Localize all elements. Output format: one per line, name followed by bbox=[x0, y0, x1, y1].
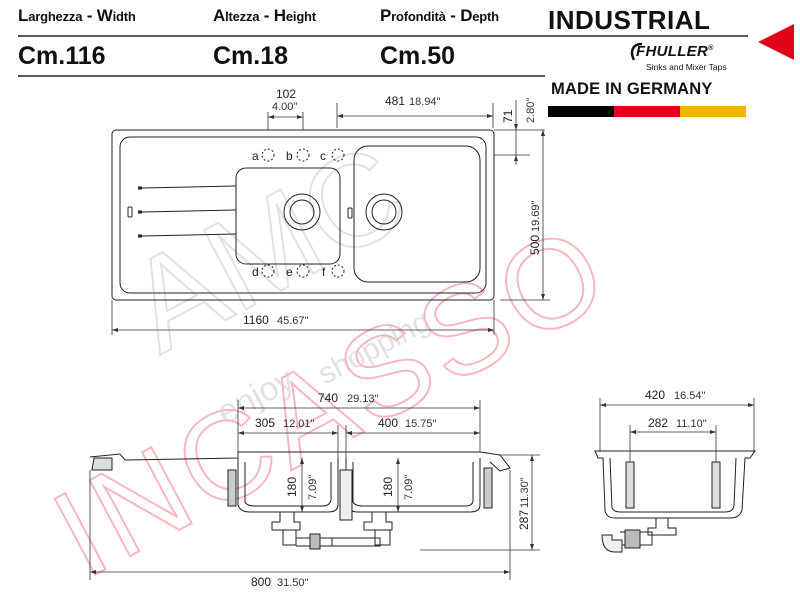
dim-287: 287 bbox=[517, 510, 531, 530]
tap-hole-b: b bbox=[286, 149, 293, 163]
side-view-dimensions bbox=[599, 398, 755, 462]
small-drain bbox=[283, 193, 321, 231]
dim-400: 400 bbox=[378, 416, 398, 430]
tap-hole-f: f bbox=[322, 265, 326, 279]
dim-102-in: 4.00" bbox=[272, 101, 297, 113]
top-view-dimensions bbox=[111, 100, 550, 335]
front-view bbox=[89, 451, 511, 550]
dim-481-in: 18.94" bbox=[409, 96, 441, 108]
large-bowl bbox=[353, 145, 481, 283]
tap-hole-labels: a b c d e f bbox=[252, 149, 326, 279]
dim-287-in: 11.30" bbox=[519, 477, 531, 508]
dim-500-in: 19.69" bbox=[530, 200, 542, 232]
dim-180b: 180 bbox=[381, 477, 395, 497]
dim-71: 71 bbox=[501, 109, 515, 123]
dim-71-in: 2.80" bbox=[525, 98, 537, 123]
front-dim-arrows bbox=[90, 406, 534, 574]
height-value: Cm.18 bbox=[213, 42, 289, 70]
dim-180a: 180 bbox=[285, 477, 299, 497]
brand-tagline: Sinks and Mixer Taps bbox=[646, 62, 727, 72]
brand-name: FHULLER® bbox=[636, 43, 714, 60]
dim-282: 282 bbox=[648, 416, 668, 430]
width-value: Cm.116 bbox=[18, 42, 106, 70]
dim-102: 102 bbox=[276, 87, 296, 101]
dim-800-in: 31.50" bbox=[277, 577, 309, 589]
brand-swoosh-icon bbox=[630, 42, 643, 61]
dim-1160: 1160 bbox=[243, 313, 269, 327]
flag-stripe-black bbox=[548, 106, 614, 117]
front-view-dimensions bbox=[89, 400, 540, 580]
flag-stripe-gold bbox=[680, 106, 746, 117]
side-dim-arrows bbox=[600, 403, 754, 434]
dim-481: 481 bbox=[385, 94, 405, 108]
depth-label: Profondità - Depth bbox=[380, 6, 499, 25]
watermark: AMC enjoy shopping INCASSO bbox=[31, 114, 632, 600]
dim-800: 800 bbox=[251, 575, 271, 589]
made-in-label: MADE IN GERMANY bbox=[551, 80, 713, 98]
dim-180b-in: 7.09" bbox=[403, 475, 415, 500]
brand-logo: FHULLER® Sinks and Mixer Taps bbox=[628, 42, 746, 78]
dim-420-in: 16.54" bbox=[674, 390, 706, 402]
dim-420: 420 bbox=[645, 388, 665, 402]
tap-hole-d: d bbox=[252, 265, 259, 279]
width-label: Larghezza - Width bbox=[18, 6, 136, 25]
depth-value: Cm.50 bbox=[380, 42, 456, 70]
top-dim-arrows bbox=[112, 114, 545, 332]
red-triangle-icon bbox=[758, 24, 794, 60]
dim-305-in: 12.01" bbox=[283, 418, 315, 430]
series-name: INDUSTRIAL bbox=[548, 5, 711, 35]
dim-740-in: 29.13" bbox=[347, 393, 379, 405]
dim-1160-in: 45.67" bbox=[277, 315, 309, 327]
tap-hole-c: c bbox=[320, 149, 326, 163]
large-drain bbox=[365, 193, 403, 231]
dim-500: 500 bbox=[528, 235, 542, 255]
dim-282-in: 11.10" bbox=[676, 418, 707, 430]
tap-hole-a: a bbox=[252, 149, 259, 163]
dim-180a-in: 7.09" bbox=[307, 475, 319, 500]
dim-305: 305 bbox=[255, 416, 275, 430]
side-view bbox=[594, 450, 756, 553]
sink-inner-rim bbox=[119, 136, 487, 294]
top-view bbox=[111, 129, 495, 301]
dim-740: 740 bbox=[318, 391, 338, 405]
tap-hole-e: e bbox=[286, 265, 293, 279]
flag-stripe-red bbox=[614, 106, 680, 117]
dim-400-in: 15.75" bbox=[405, 418, 437, 430]
height-label: Altezza - Height bbox=[213, 6, 316, 25]
